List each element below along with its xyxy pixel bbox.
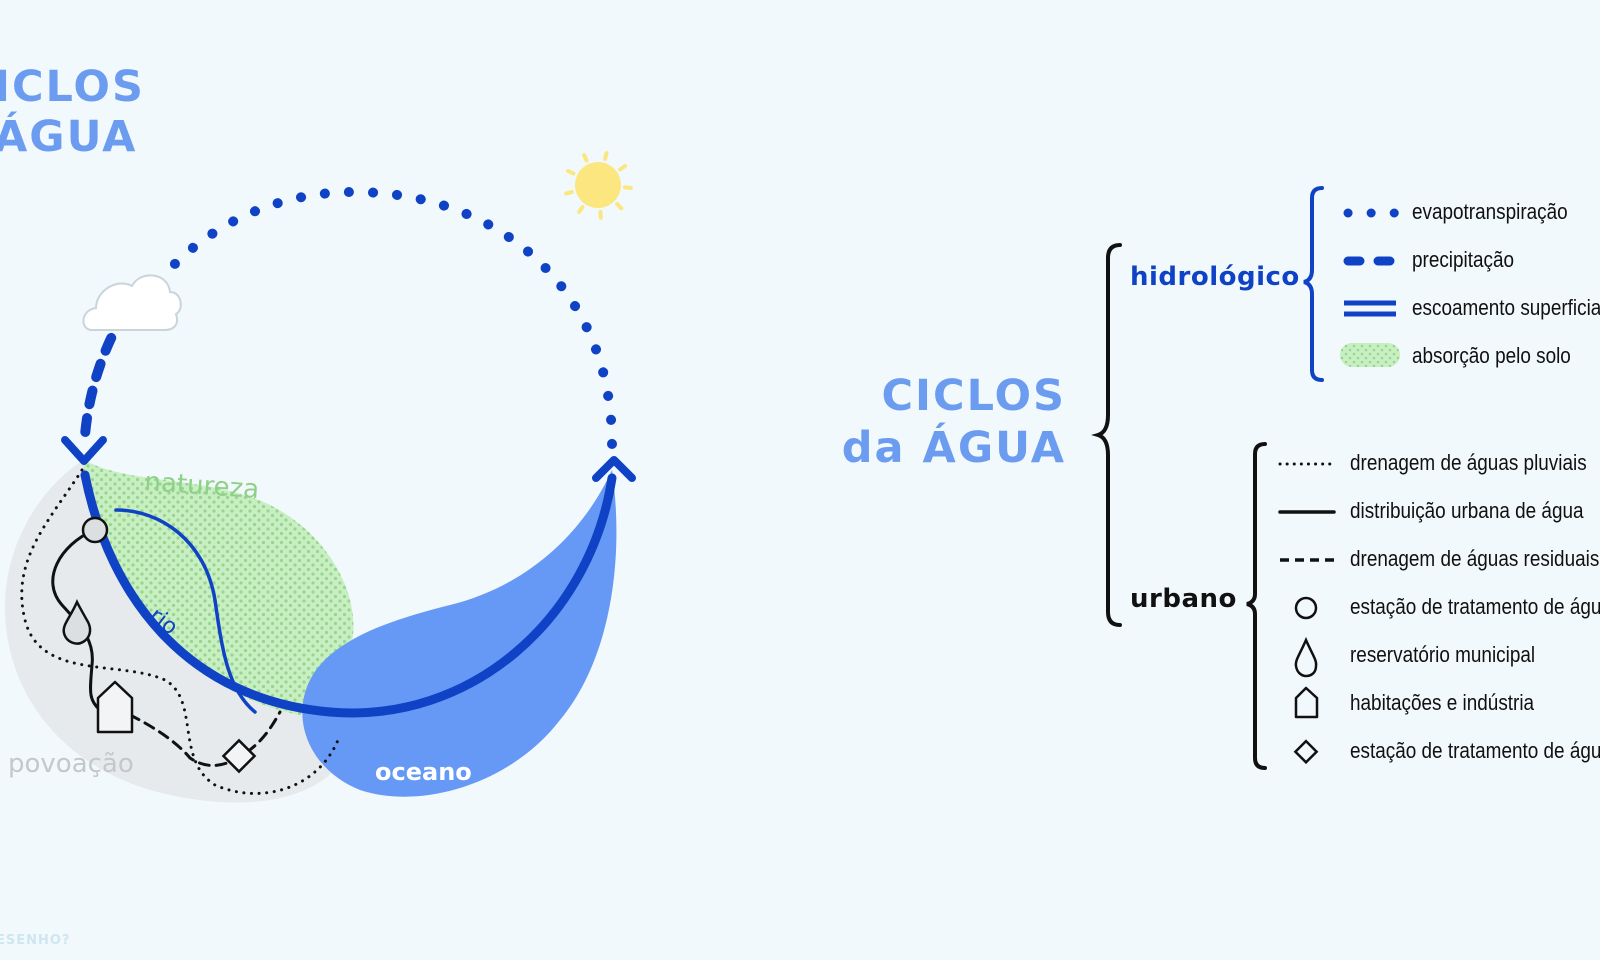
label-povoacao: povoação (8, 749, 134, 779)
cut-title-line2: ÁGUA (0, 112, 138, 162)
legend-item-reservatorio: reservatório municipal (1350, 642, 1536, 667)
legend-item-estacao-tratamento-2: estação de tratamento de águ (1350, 738, 1600, 763)
footer-text: ESENHO? (0, 933, 71, 948)
main-title: CICLOS da ÁGUA (842, 370, 1066, 474)
legend-soil-absorption-swatch (1340, 343, 1400, 367)
legend-item-estacao-tratamento-1: estação de tratamento de águ (1350, 594, 1600, 619)
legend-item-absorcao: absorção pelo solo (1412, 343, 1571, 368)
legend-item-habitacoes: habitações e indústria (1350, 690, 1535, 715)
legend-item-drenagem-pluviais: drenagem de águas pluviais (1350, 450, 1587, 475)
river-line (114, 508, 257, 714)
legend-item-distribuicao: distribuição urbana de água (1350, 498, 1584, 523)
legend-runoff-swatch (1344, 300, 1396, 317)
main-title-line2: da ÁGUA (841, 423, 1066, 473)
cut-title: ICLOS ÁGUA (0, 62, 145, 162)
legend-reservoir-drop-icon (1294, 636, 1318, 678)
arrow-up-icon (592, 456, 636, 482)
label-oceano: oceano (375, 758, 472, 786)
category-urbano: urbano (1130, 584, 1237, 614)
cloud-icon (82, 274, 182, 331)
legend-house-icon (1294, 686, 1319, 719)
stormwater-drainage-line (20, 468, 342, 795)
treatment-station-circle-icon (81, 516, 109, 544)
treatment-station-diamond-icon (221, 738, 257, 774)
house-icon (96, 680, 134, 734)
legend-item-precipitacao: precipitação (1412, 247, 1515, 272)
runoff-curve (80, 470, 617, 718)
reservoir-drop-icon (62, 599, 92, 645)
evapotranspiration-arc (140, 186, 617, 449)
arrow-down-icon (61, 436, 107, 465)
wastewater-drainage-line (128, 710, 282, 767)
category-hidrologico: hidrológico (1130, 262, 1300, 292)
legend-item-drenagem-residuais: drenagem de águas residuais (1350, 546, 1600, 571)
main-title-line1: CICLOS (881, 371, 1066, 421)
legend-item-escoamento: escoamento superficial (1412, 295, 1600, 320)
urbano-brace (1246, 442, 1267, 770)
legend-treatment-circle-icon (1294, 596, 1318, 620)
legend-treatment-diamond-icon (1293, 739, 1319, 765)
hidrologico-brace (1303, 186, 1324, 382)
legend-item-evapotranspiracao: evapotranspiração (1412, 199, 1568, 224)
outer-brace (1091, 243, 1122, 627)
sun-icon (564, 151, 633, 220)
cut-title-line1: ICLOS (0, 62, 145, 112)
